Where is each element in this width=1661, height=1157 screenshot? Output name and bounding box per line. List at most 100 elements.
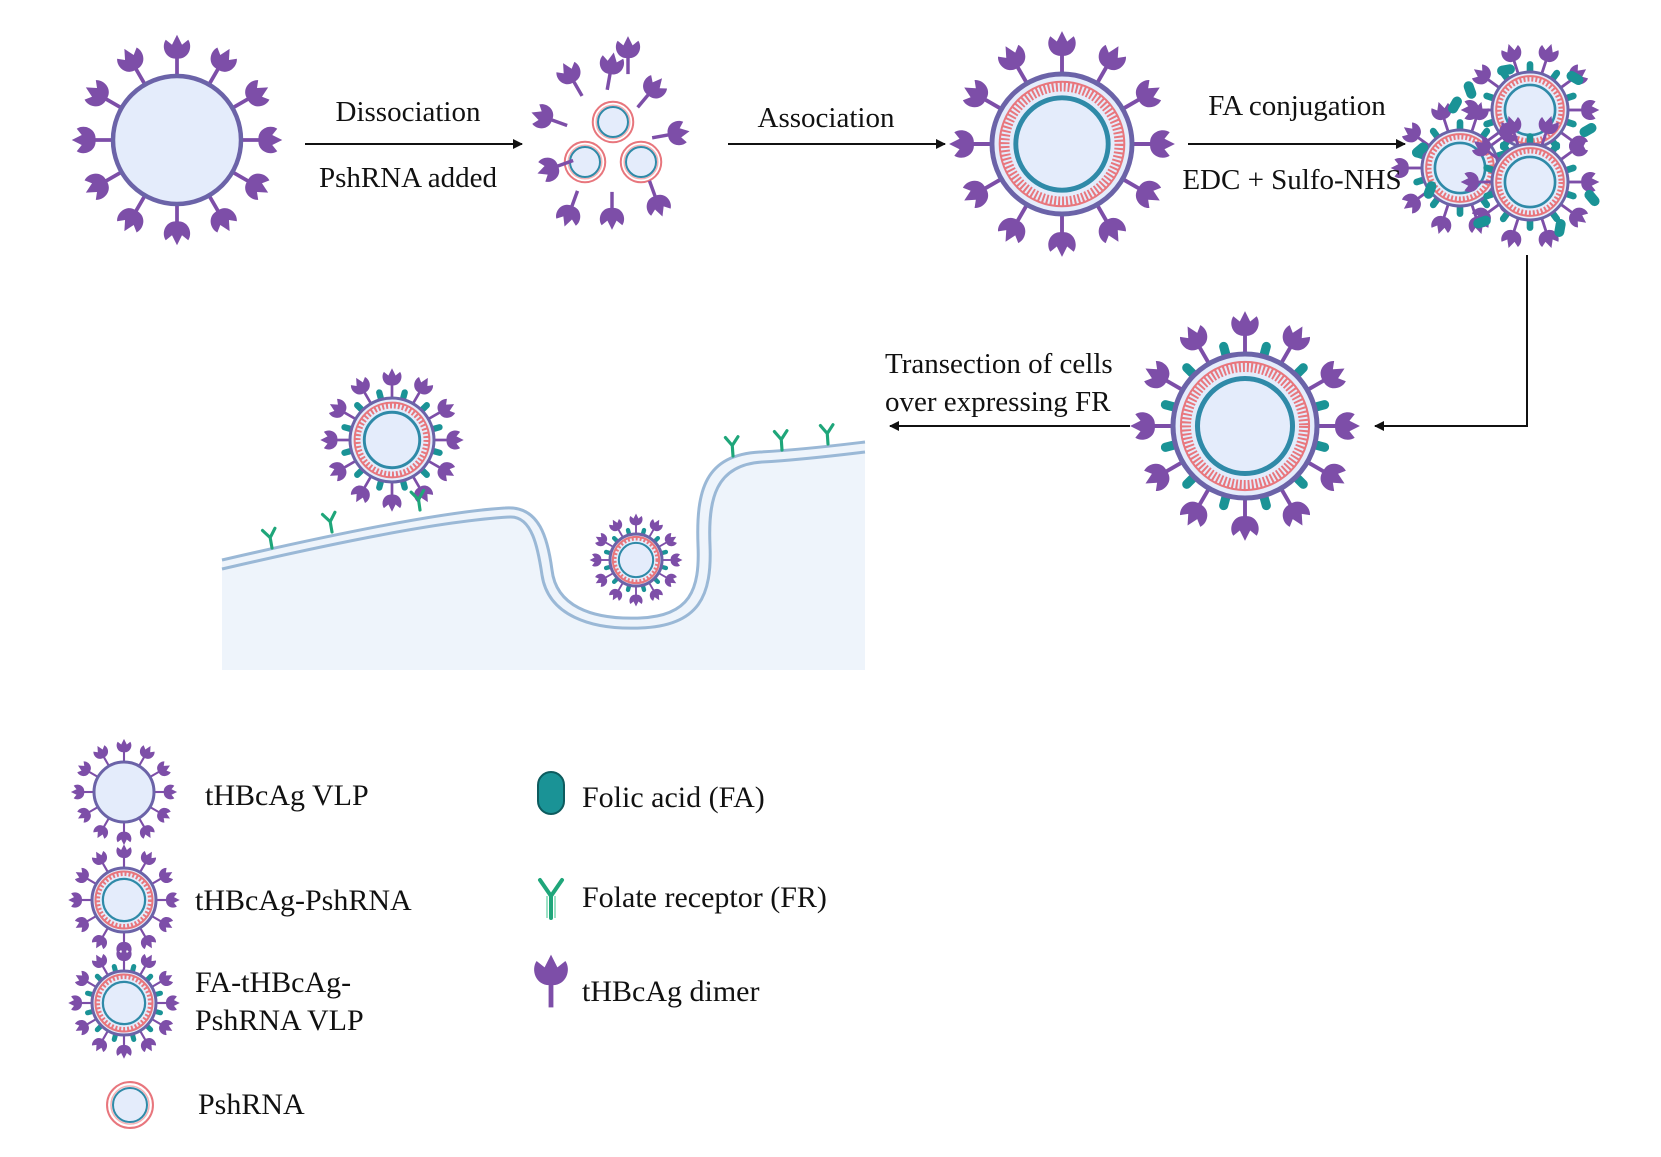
label-dissociation: Dissociation (335, 96, 481, 128)
dimer-icon (149, 761, 171, 778)
label-pshrna-added: PshRNA added (318, 162, 498, 194)
dimer-icon (658, 533, 677, 548)
folate-receptor-icon (772, 429, 789, 452)
dimer-icon (1180, 487, 1211, 527)
legend-icon-folic-acid (537, 771, 565, 815)
dimer-icon (1401, 122, 1431, 147)
dimer-icon (1568, 99, 1600, 121)
dimer-icon (154, 784, 178, 800)
folate-receptor-icon (723, 435, 740, 458)
dimer-icon (1121, 177, 1162, 208)
dimer-icon (74, 1018, 97, 1036)
dimer-icon (962, 80, 1003, 111)
folic-acid-icon (1473, 215, 1491, 229)
dimer-icon (77, 806, 99, 823)
dimer-icon (93, 817, 110, 839)
dimer-icon (93, 745, 110, 767)
legend-label-fa-vlp-line2: PshRNA VLP (195, 1004, 364, 1037)
dimer-icon (534, 954, 568, 1008)
dimer-icon (1431, 203, 1452, 234)
dimer-icon (91, 850, 109, 873)
label-fa-conjugation: FA conjugation (1208, 90, 1386, 122)
dimer-icon (139, 927, 157, 950)
cell-membrane-inner (221, 450, 866, 630)
dimer-icon (1144, 361, 1184, 392)
dimer-icon (382, 368, 402, 398)
dimer-icon (1468, 102, 1489, 133)
dimer-icon (1316, 412, 1360, 440)
dimer-icon (949, 130, 992, 158)
dissociated-mixture (531, 36, 690, 230)
legend-label-folate-receptor: Folate receptor (FR) (582, 881, 827, 914)
dimer-icon (1568, 171, 1600, 193)
dimer-icon (1501, 44, 1522, 75)
dimer-icon (84, 170, 123, 200)
dimer-icon (350, 376, 373, 405)
dimer-icon (1501, 116, 1522, 147)
folic-acid-icon (1463, 81, 1477, 99)
dimer-icon (68, 995, 92, 1011)
dimer-icon (1130, 412, 1174, 440)
dimer-icon (658, 572, 677, 587)
dimer-icon (1538, 217, 1559, 248)
dimer-icon (74, 867, 97, 885)
dimer-icon (556, 61, 584, 97)
particles-layer (71, 31, 1600, 607)
legend-label-vlp: tHBcAg VLP (205, 779, 369, 812)
dimer-icon (74, 970, 97, 988)
dimer-icon (427, 459, 456, 482)
dimer-icon (320, 430, 350, 450)
dimer-icon (599, 52, 624, 91)
dimer-icon (609, 582, 624, 601)
dimer-icon (646, 180, 671, 217)
dimer-icon (1460, 171, 1492, 193)
dimer-icon (163, 204, 191, 246)
dimer-icon (1431, 102, 1452, 133)
dimer-icon (1048, 31, 1076, 74)
label-edc-sulfo-nhs: EDC + Sulfo-NHS (1182, 164, 1402, 196)
dimer-icon (70, 784, 94, 800)
dimer-icon (116, 947, 132, 971)
dimer-icon (91, 953, 109, 976)
folate-receptor-icon (818, 423, 835, 446)
dimer-icon (1538, 116, 1559, 147)
folic-acid-icon (1423, 181, 1437, 199)
label-transection-line1: Transection of cells (885, 348, 1113, 380)
dimer-icon (1231, 311, 1259, 354)
dimer-icon (1279, 325, 1310, 365)
dimer-icon (151, 915, 174, 933)
dimer-icon (231, 170, 270, 200)
legend-label-dimer: tHBcAg dimer (582, 975, 760, 1008)
dimer-icon (1306, 460, 1346, 491)
dimer-icon (1501, 217, 1522, 248)
dimer-icon (1559, 203, 1589, 228)
dimer-icon (71, 126, 113, 154)
dimer-icon (427, 398, 456, 421)
fa-vlp-docking (320, 368, 464, 512)
fa-vlp-single (1130, 311, 1360, 541)
legend-icons-layer (68, 738, 568, 1129)
dimer-icon (138, 745, 155, 767)
dimer-icon (531, 104, 568, 129)
dimer-icon (648, 582, 663, 601)
dimer-icon (629, 585, 643, 607)
dimer-icon (434, 430, 464, 450)
dimer-icon (609, 519, 624, 538)
folate-receptor-icon (260, 526, 277, 550)
dimer-icon (1095, 44, 1126, 85)
vlp-empty (71, 34, 283, 246)
dimer-icon (629, 513, 643, 535)
dimer-icon (998, 203, 1029, 244)
legend-icon-folate-receptor (538, 878, 564, 920)
fa-conjugated-cluster (1390, 44, 1600, 248)
pshrna-fragment (591, 100, 635, 144)
legend-icon-vlp-pshrna (68, 844, 180, 956)
folate-receptor-icon (320, 510, 337, 534)
legend-label-vlp-pshrna: tHBcAg-PshRNA (195, 884, 412, 917)
dimer-icon (156, 892, 180, 908)
dimer-icon (68, 892, 92, 908)
dimer-icon (207, 194, 237, 233)
folic-acid-icon (1448, 96, 1462, 114)
